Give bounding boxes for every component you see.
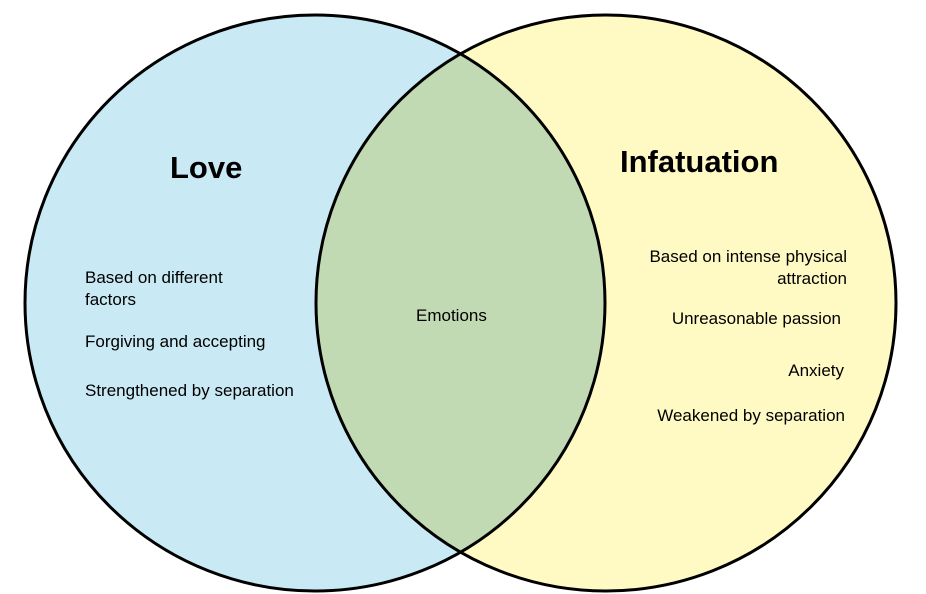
infatuation-item: Unreasonable passion <box>671 309 841 328</box>
infatuation-item: Weakened by separation <box>657 406 845 425</box>
love-item: Based on different <box>85 268 223 287</box>
love-item: factors <box>85 290 137 309</box>
love-title: Love <box>170 150 243 185</box>
love-item: Forgiving and accepting <box>85 332 266 351</box>
infatuation-item: Based on intense physical <box>649 247 847 266</box>
infatuation-item: Anxiety <box>788 361 844 380</box>
love-item: Strengthened by separation <box>85 381 294 400</box>
overlap-item: Emotions <box>416 306 487 325</box>
overlap-region <box>316 15 605 591</box>
infatuation-title: Infatuation <box>620 144 779 179</box>
infatuation-item: attraction <box>777 269 847 288</box>
